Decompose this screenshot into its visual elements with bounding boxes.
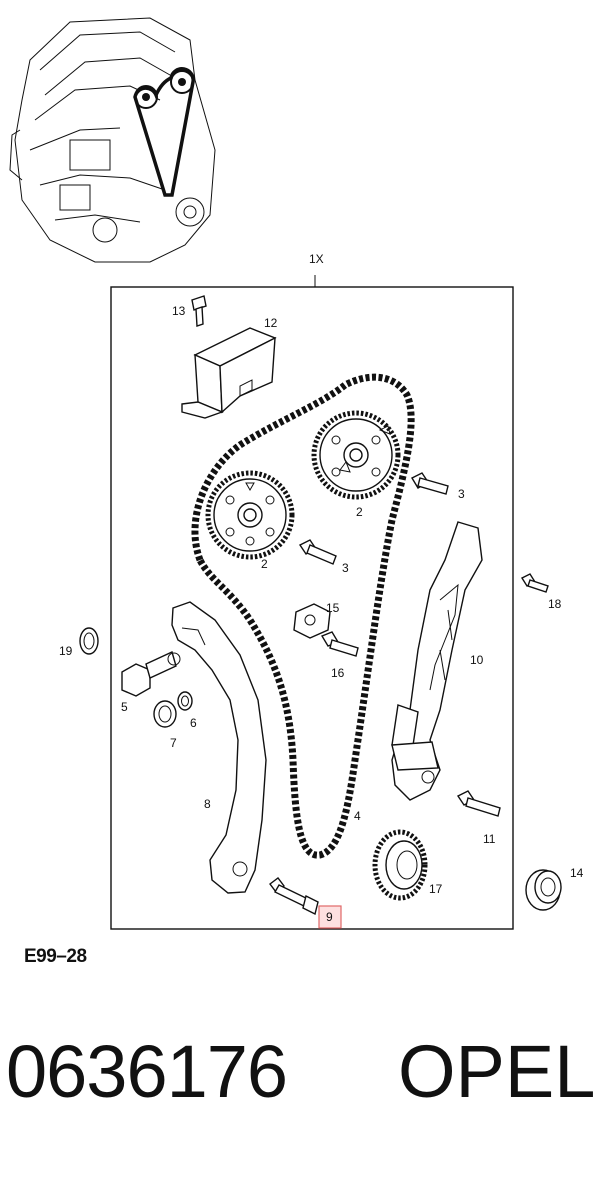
tensioner-rail-10 [391, 521, 483, 801]
callout-5: 5 [121, 700, 128, 714]
callout-13: 13 [172, 304, 186, 318]
washer-6 [177, 691, 193, 711]
callout-14: 14 [570, 866, 584, 880]
callout-labels: 13 12 2 2 3 3 18 15 16 19 10 5 6 7 8 4 1… [59, 304, 584, 929]
bolt-3-upper [411, 472, 449, 495]
callout-3-upper: 3 [458, 487, 465, 501]
plug-14 [525, 869, 562, 911]
part-15 [293, 603, 331, 639]
bracket-12 [181, 327, 277, 419]
bolt-11 [456, 790, 501, 817]
callout-18: 18 [548, 597, 562, 611]
callout-4: 4 [354, 809, 361, 823]
callout-6: 6 [190, 716, 197, 730]
callout-3-lower: 3 [342, 561, 349, 575]
callout-2-left: 2 [261, 557, 268, 571]
chain-tensioner-5 [121, 651, 181, 697]
callout-2-right: 2 [356, 505, 363, 519]
callout-15: 15 [326, 601, 340, 615]
callout-19: 19 [59, 644, 73, 658]
bolt-9 [269, 877, 319, 916]
camshaft-sprocket-left [205, 470, 295, 560]
callout-16: 16 [331, 666, 345, 680]
part-number: 0636176 [6, 1030, 288, 1113]
callout-12: 12 [264, 316, 278, 330]
crankshaft-sprocket-17 [372, 829, 428, 901]
bolt-18 [520, 573, 549, 593]
engine-overview-drawing [9, 17, 216, 263]
bolt-16 [320, 631, 359, 657]
callout-17: 17 [429, 882, 443, 896]
bolt-13 [191, 295, 207, 327]
figure-code: E99–28 [24, 946, 87, 967]
callout-8: 8 [204, 797, 211, 811]
callout-9: 9 [326, 910, 333, 924]
callout-10: 10 [470, 653, 484, 667]
brand-name: OPEL [398, 1030, 596, 1113]
kit-frame: 1X [110, 252, 514, 930]
callout-1x: 1X [309, 252, 324, 266]
seal-ring-19 [79, 627, 99, 655]
washer-7 [153, 700, 177, 728]
callout-11: 11 [483, 832, 496, 846]
callout-7: 7 [170, 736, 177, 750]
callout-9-highlight [318, 905, 342, 929]
timing-chain [191, 373, 415, 859]
bolt-3-lower [298, 539, 337, 565]
guide-rail-8 [171, 601, 267, 894]
camshaft-sprocket-right [311, 410, 401, 500]
